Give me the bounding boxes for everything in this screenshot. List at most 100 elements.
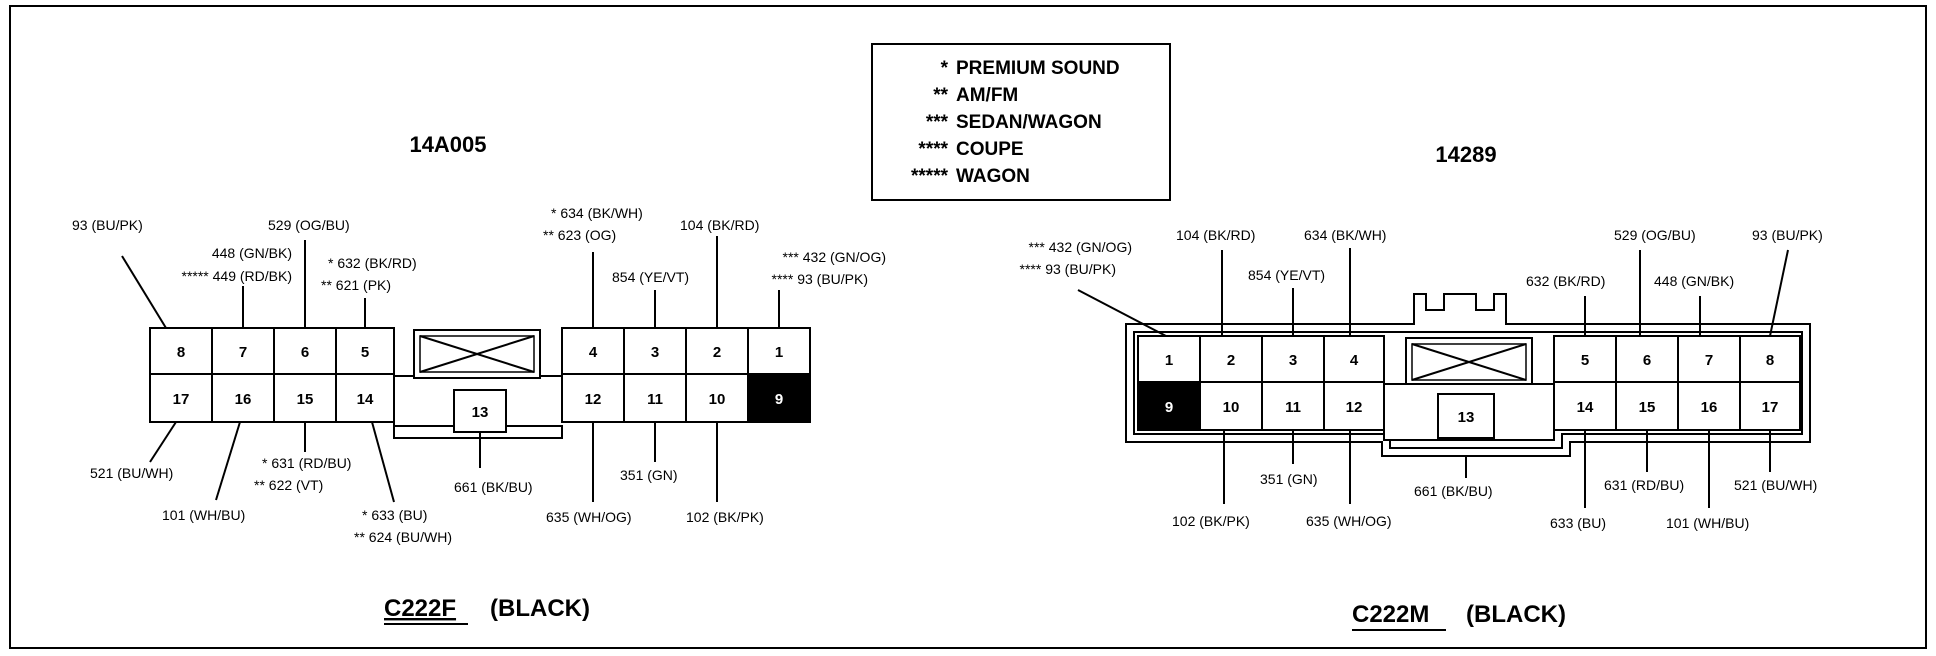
female-wire-label-13: 661 (BK/BU) [454,479,533,495]
female-pin-label-2: 2 [713,344,721,361]
legend-stars-5: ***** [911,166,949,187]
female-wire-label-5b: ** 621 (PK) [321,277,391,293]
male-pin-label-9: 9 [1165,399,1173,416]
female-pin-14 [335,373,395,423]
male-wire-label-1a: *** 432 (GN/OG) [1029,239,1132,255]
male-wire-line-8 [1769,249,1789,337]
legend-text-3: SEDAN/WAGON [956,112,1102,133]
legend-stars-1: * [941,58,949,79]
male-wire-line-1 [1077,289,1167,337]
female-connector: 14A005 8 7 6 5 4 3 2 1 17 16 1 [72,132,886,625]
male-pin-12 [1323,381,1385,431]
male-wire-label-15: 631 (RD/BU) [1604,477,1684,493]
female-wire-label-2: 104 (BK/RD) [680,217,759,233]
male-wire-label-1b: **** 93 (BU/PK) [1020,261,1116,277]
male-pin-label-15: 15 [1639,399,1656,416]
female-part-number: 14A005 [409,132,486,157]
female-pin-5 [335,327,395,375]
male-wire-label-3: 854 (YE/VT) [1248,267,1325,283]
male-pin-label-4: 4 [1350,352,1359,369]
male-wire-label-5: 632 (BK/RD) [1526,273,1605,289]
female-pin-label-13: 13 [472,404,489,421]
female-wire-label-12: 635 (WH/OG) [546,509,632,525]
female-pin-label-4: 4 [589,344,598,361]
male-pin-label-16: 16 [1701,399,1718,416]
female-wire-label-17: 521 (BU/WH) [90,465,173,481]
male-connector: 14289 1 2 3 4 5 6 7 8 9 10 [1020,142,1823,631]
male-pin-8 [1739,335,1801,383]
female-wire-label-11: 351 (GN) [620,467,678,483]
male-part-number: 14289 [1435,142,1496,167]
female-pin-16 [211,373,275,423]
legend-stars-4: **** [918,139,948,160]
legend-stars-3: *** [926,112,949,133]
male-pin-label-10: 10 [1223,399,1240,416]
female-wire-label-4a: * 634 (BK/WH) [551,205,643,221]
male-pin-15 [1615,381,1679,431]
female-wire-label-10: 102 (BK/PK) [686,509,764,525]
female-wire-label-7a: 448 (GN/BK) [212,245,292,261]
female-wire-label-14a: * 633 (BU) [362,507,427,523]
male-pin-label-13: 13 [1458,409,1475,426]
female-pin-label-10: 10 [709,391,726,408]
female-wire-label-1a: *** 432 (GN/OG) [783,249,886,265]
male-wire-label-12: 661 (BK/BU) [1414,483,1493,499]
male-pin-2 [1199,335,1263,383]
female-pin-15 [273,373,337,423]
male-wire-label-14: 633 (BU) [1550,515,1606,531]
legend-text-4: COUPE [956,139,1024,160]
female-pin-label-6: 6 [301,344,309,361]
female-pin-label-7: 7 [239,344,247,361]
male-pin-label-12: 12 [1346,399,1363,416]
male-pin-label-6: 6 [1643,352,1651,369]
female-wire-label-7b: ***** 449 (RD/BK) [182,268,293,284]
male-pin-label-8: 8 [1766,352,1774,369]
female-pin-6 [273,327,337,375]
female-wire-label-15b: ** 622 (VT) [254,477,323,493]
female-key-x-box [413,329,541,379]
male-pin-13 [1437,393,1495,439]
male-wire-label-10: 102 (BK/PK) [1172,513,1250,529]
female-pin-9 [747,373,811,423]
female-pin-label-5: 5 [361,344,369,361]
female-pin-11 [623,373,687,423]
female-wire-label-1b: **** 93 (BU/PK) [772,271,868,287]
male-pin-label-14: 14 [1577,399,1594,416]
female-wire-label-15a: * 631 (RD/BU) [262,455,351,471]
male-housing-inner [1133,331,1803,449]
legend-stars-2: ** [933,85,948,106]
male-pin-label-3: 3 [1289,352,1297,369]
legend-text-5: WAGON [956,166,1030,187]
female-wire-line-14 [371,421,395,503]
male-pin-label-5: 5 [1581,352,1589,369]
female-wire-label-3: 854 (YE/VT) [612,269,689,285]
female-pin-10 [685,373,749,423]
male-pin-4 [1323,335,1385,383]
male-wire-label-2: 104 (BK/RD) [1176,227,1255,243]
male-wire-label-16: 101 (WH/BU) [1666,515,1749,531]
male-wire-label-17: 521 (BU/WH) [1734,477,1817,493]
female-connector-name: C222F [384,595,456,622]
male-pin-label-17: 17 [1762,399,1779,416]
male-wire-label-6: 529 (OG/BU) [1614,227,1696,243]
female-wire-line-17 [149,421,177,463]
female-pin-label-8: 8 [177,344,185,361]
female-wire-label-6: 529 (OG/BU) [268,217,350,233]
female-pin-label-3: 3 [651,344,659,361]
male-pin-14 [1553,381,1617,431]
male-pin-label-1: 1 [1165,352,1173,369]
female-wire-label-8: 93 (BU/PK) [72,217,143,233]
female-connector-color: (BLACK) [490,595,590,622]
female-wire-line-16 [215,421,241,501]
male-key-x-box [1405,337,1533,387]
female-pin-label-9: 9 [775,391,783,408]
male-wire-label-7: 448 (GN/BK) [1654,273,1734,289]
legend-text-2: AM/FM [956,85,1018,106]
male-pin-17 [1739,381,1801,431]
outer-frame [9,5,1927,649]
female-wire-label-14b: ** 624 (BU/WH) [354,529,452,545]
legend: * PREMIUM SOUND ** AM/FM *** SEDAN/WAGON… [871,43,1171,201]
female-pin-label-1: 1 [775,344,783,361]
male-pin-9 [1137,381,1201,431]
male-housing-outer [1125,293,1811,457]
